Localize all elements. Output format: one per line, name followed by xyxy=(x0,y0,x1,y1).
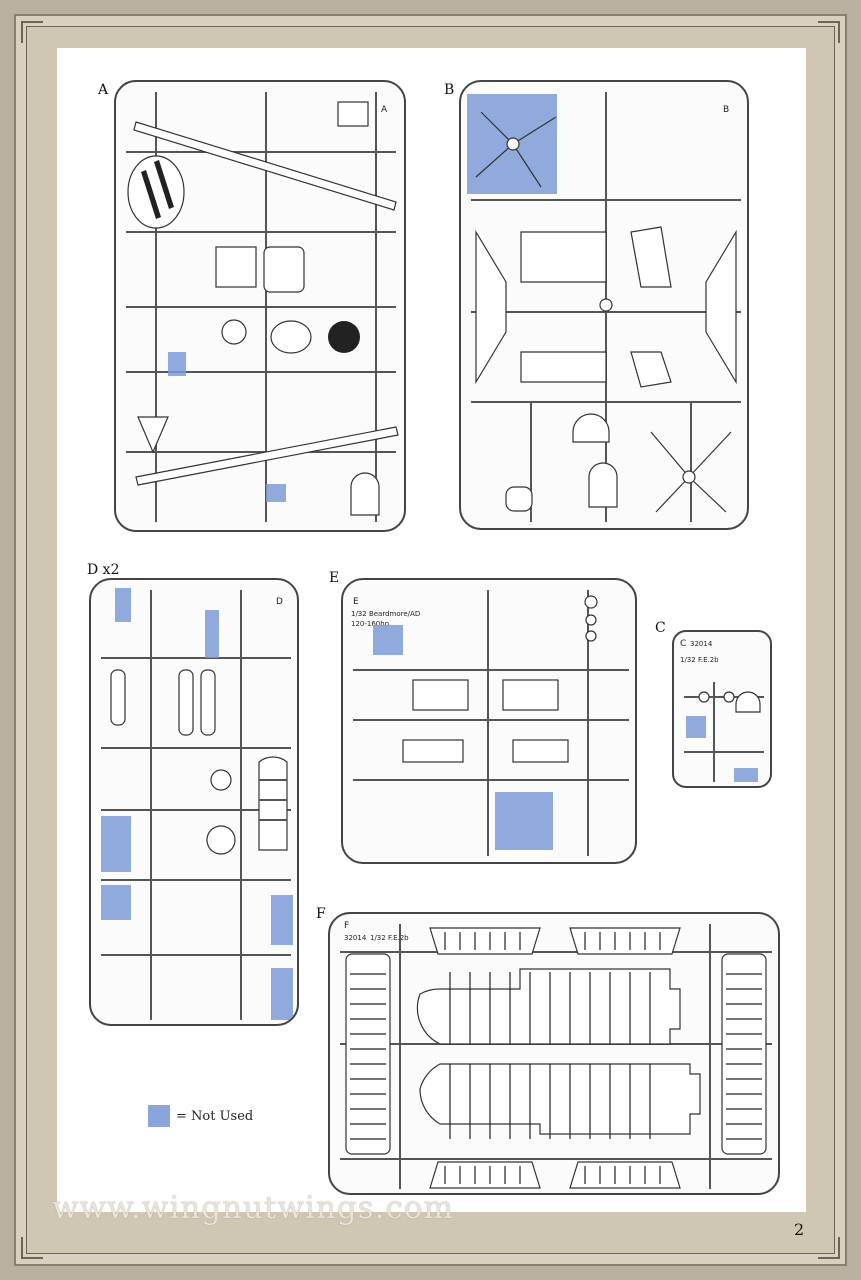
svg-text:B: B xyxy=(723,105,729,115)
sprue-a-drawing: A xyxy=(126,92,399,522)
legend-swatch xyxy=(148,1105,170,1127)
not-used-highlight xyxy=(101,885,131,920)
sprue-c-drawing: C 32014 1/32 F.E.2b xyxy=(680,639,764,782)
not-used-highlight xyxy=(686,716,706,738)
svg-text:F: F xyxy=(344,921,349,931)
sprue-d-label: D x2 xyxy=(87,562,120,578)
page-number: 2 xyxy=(794,1220,805,1239)
sprue-e-label: E xyxy=(329,570,340,586)
not-used-highlight xyxy=(168,352,186,376)
not-used-highlight xyxy=(373,625,403,655)
frame-corner-ornament xyxy=(21,1237,43,1259)
sprue-b-drawing: B xyxy=(467,92,741,522)
sprue-f-scale: 1/32 F.E.2b xyxy=(370,934,409,942)
not-used-highlight xyxy=(734,768,758,782)
sprue-f-code: 32014 xyxy=(344,934,367,942)
frame-corner-ornament xyxy=(818,1237,840,1259)
sprue-a: A xyxy=(114,80,406,532)
not-used-highlight xyxy=(101,816,131,872)
frame-corner-ornament xyxy=(818,21,840,43)
svg-text:D: D xyxy=(276,597,283,607)
not-used-highlight xyxy=(271,968,293,1020)
wing-rib-lines xyxy=(350,932,762,1184)
not-used-highlight xyxy=(205,610,219,658)
sprue-d: D xyxy=(89,578,299,1026)
sprue-c-label: C xyxy=(655,620,666,636)
sprue-e-scale: 1/32 Beardmore/AD xyxy=(351,610,420,618)
sprue-c-code: 32014 xyxy=(690,640,713,648)
sprue-b: B xyxy=(459,80,749,530)
frame-corner-ornament xyxy=(21,21,43,43)
sprue-e: E 1/32 Beardmore/AD 120-160hp xyxy=(341,578,637,864)
footer-website: www.wingnutwings.com xyxy=(52,1190,454,1226)
sprue-f-drawing: F 32014 1/32 F.E.2b xyxy=(340,921,772,1189)
not-used-legend: = Not Used xyxy=(148,1105,253,1127)
sprue-f: F 32014 1/32 F.E.2b xyxy=(328,912,780,1195)
legend-text: = Not Used xyxy=(176,1108,254,1124)
sprue-f-label: F xyxy=(316,906,326,922)
not-used-highlight xyxy=(115,588,131,622)
sprue-e-drawing: E 1/32 Beardmore/AD 120-160hp xyxy=(351,590,629,856)
sprue-b-label: B xyxy=(444,82,455,98)
not-used-highlight xyxy=(495,792,553,850)
svg-text:E: E xyxy=(353,597,359,607)
sprue-c: C 32014 1/32 F.E.2b xyxy=(672,630,772,788)
not-used-highlight xyxy=(271,895,293,945)
not-used-highlight xyxy=(266,484,286,502)
sprue-a-label: A xyxy=(98,82,109,98)
sprue-d-drawing: D xyxy=(101,588,293,1020)
sprue-c-scale: 1/32 F.E.2b xyxy=(680,656,719,664)
svg-text:C: C xyxy=(680,639,686,649)
sprue-e-engine: 120-160hp xyxy=(351,620,390,628)
svg-text:A: A xyxy=(381,105,388,115)
